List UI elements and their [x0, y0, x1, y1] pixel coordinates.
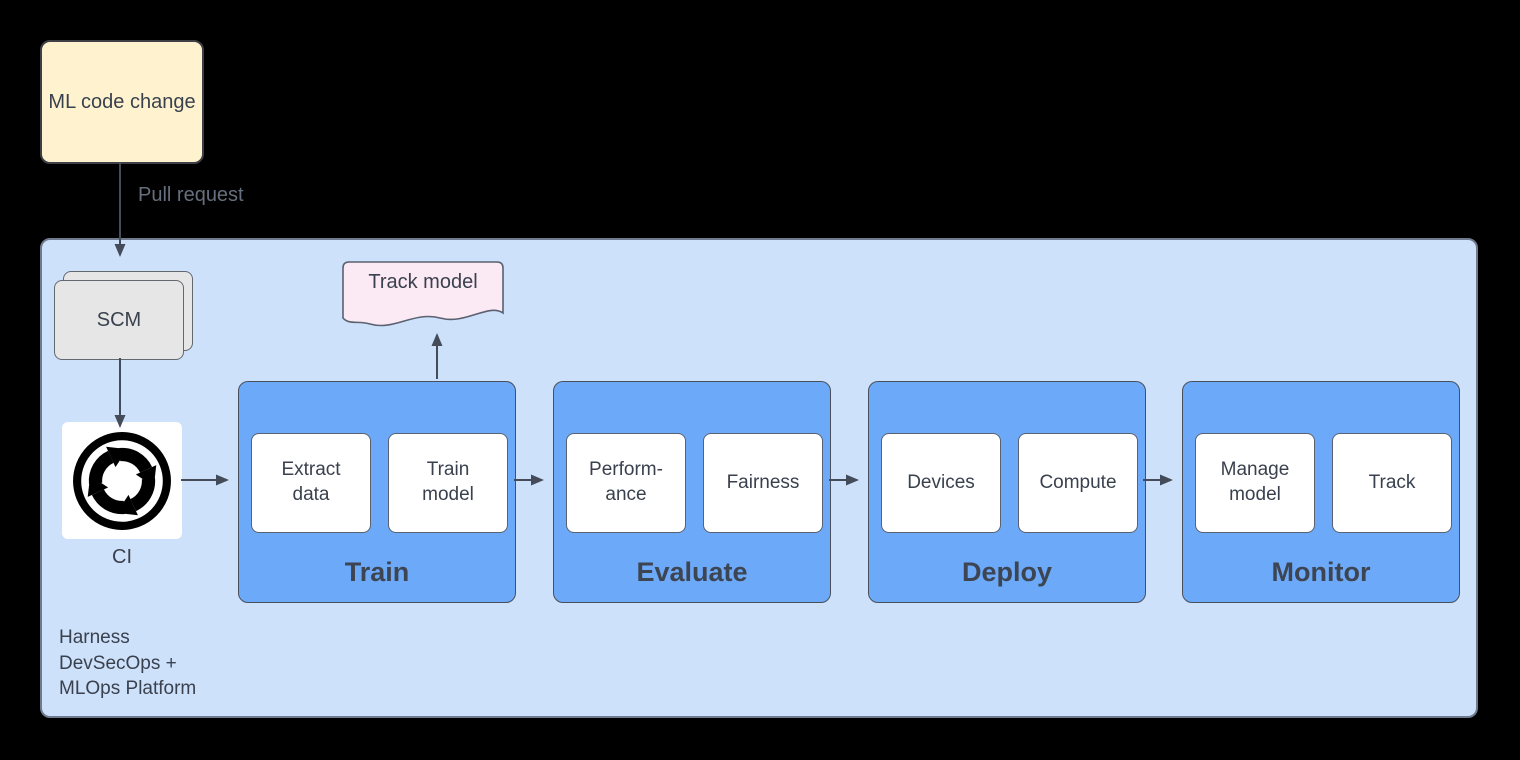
stage-monitor: Manage model Track Monitor [1182, 381, 1460, 603]
document-shape-icon [342, 261, 504, 327]
stage-evaluate: Perform- ance Fairness Evaluate [553, 381, 831, 603]
stage-item-extract-data: Extract data [251, 433, 371, 533]
scm-label: SCM [96, 308, 142, 331]
stage-item-compute: Compute [1018, 433, 1138, 533]
pull-request-label: Pull request [138, 184, 244, 206]
platform-container: SCM CI Track model Extract data [40, 238, 1478, 718]
scm-box: SCM [54, 280, 184, 360]
ml-code-change-label: ML code change [48, 91, 196, 113]
stage-item-devices: Devices [881, 433, 1001, 533]
stage-deploy: Devices Compute Deploy [868, 381, 1146, 603]
stage-item-manage-model: Manage model [1195, 433, 1315, 533]
track-model-document: Track model [342, 261, 504, 336]
stage-item-train-model: Train model [388, 433, 508, 533]
stage-title-deploy: Deploy [961, 557, 1053, 587]
ci-label: CI [112, 546, 132, 568]
stage-title-evaluate: Evaluate [636, 557, 748, 587]
stage-title-train: Train [344, 557, 410, 587]
ci-cycle-icon [73, 431, 171, 530]
ci-node [62, 422, 182, 539]
stage-item-fairness: Fairness [703, 433, 823, 533]
stage-train: Extract data Train model Train [238, 381, 516, 603]
stage-item-track: Track [1332, 433, 1452, 533]
track-model-label: Track model [368, 271, 478, 293]
stage-item-performance: Perform- ance [566, 433, 686, 533]
node-ml-code-change: ML code change [40, 40, 204, 164]
stage-title-monitor: Monitor [1271, 557, 1371, 587]
platform-label: Harness DevSecOps + MLOps Platform [59, 627, 197, 700]
